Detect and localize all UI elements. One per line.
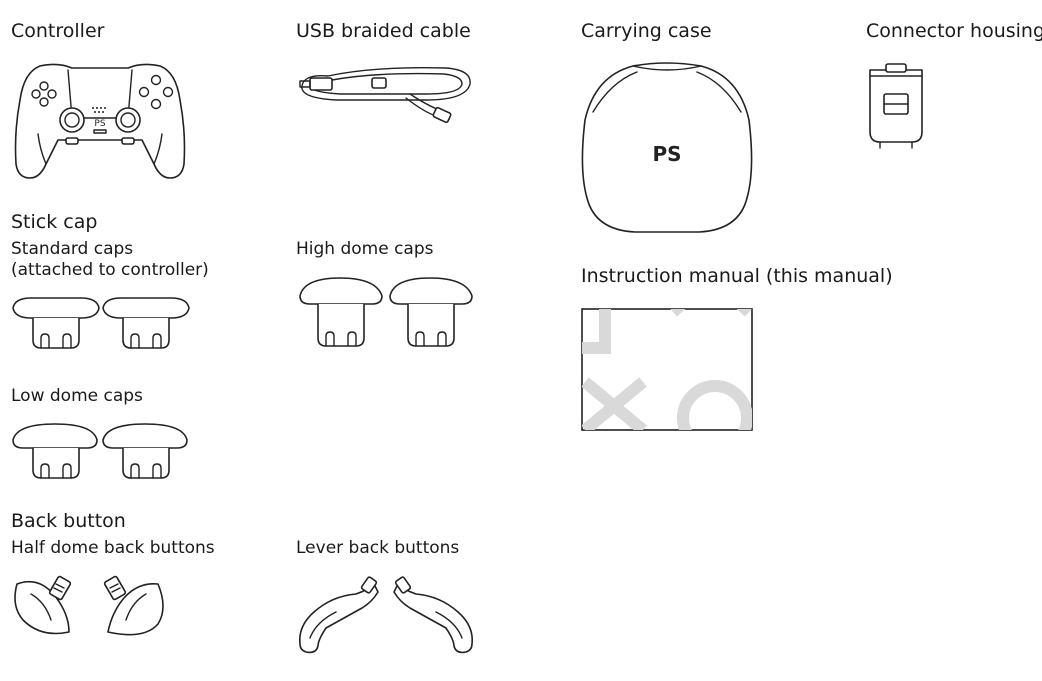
standard-stick-cap-left bbox=[11, 296, 101, 350]
lever-back-button-left bbox=[296, 576, 380, 654]
half-dome-back-button-right bbox=[102, 574, 168, 640]
connector-housing-label: Connector housing bbox=[866, 20, 1042, 42]
high-dome-caps-label: High dome caps bbox=[296, 239, 434, 259]
high-dome-cap-right bbox=[386, 276, 476, 348]
low-dome-cap-left bbox=[11, 422, 101, 480]
standard-stick-cap-right bbox=[101, 296, 191, 350]
svg-text:PS: PS bbox=[652, 142, 681, 166]
usb-cable-label: USB braided cable bbox=[296, 20, 471, 42]
controller-label: Controller bbox=[11, 20, 105, 42]
half-dome-back-buttons-label: Half dome back buttons bbox=[11, 538, 215, 558]
carrying-case-label: Carrying case bbox=[581, 20, 712, 42]
stick-cap-heading: Stick cap bbox=[11, 211, 98, 233]
standard-caps-label-line1: Standard caps bbox=[11, 239, 134, 259]
high-dome-cap-left bbox=[296, 276, 386, 348]
carrying-case-icon: PS bbox=[581, 60, 753, 236]
connector-housing-icon bbox=[866, 62, 926, 149]
half-dome-back-button-left bbox=[11, 574, 73, 638]
instruction-manual-icon bbox=[581, 308, 753, 432]
standard-caps-label-line2: (attached to controller) bbox=[11, 260, 209, 280]
usb-cable-icon bbox=[296, 62, 476, 130]
lever-back-button-right bbox=[392, 576, 476, 654]
low-dome-cap-right bbox=[101, 422, 191, 480]
instruction-manual-label: Instruction manual (this manual) bbox=[581, 265, 893, 287]
lever-back-buttons-label: Lever back buttons bbox=[296, 538, 460, 558]
low-dome-caps-label: Low dome caps bbox=[11, 386, 143, 406]
svg-text:PS: PS bbox=[94, 119, 105, 129]
controller-icon: PS bbox=[10, 60, 190, 184]
back-button-heading: Back button bbox=[11, 510, 126, 532]
